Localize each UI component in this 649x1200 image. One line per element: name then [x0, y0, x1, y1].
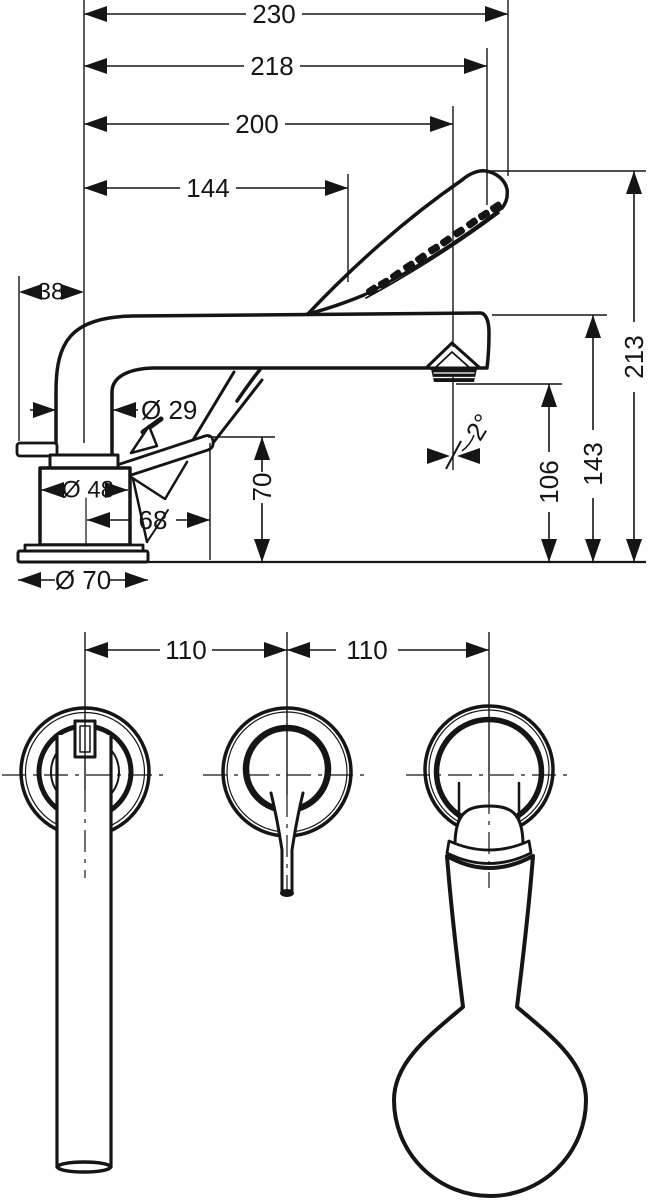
- dim-hose-outlet-offset: 38: [38, 279, 65, 306]
- dim-left-hole-spacing: 110: [165, 635, 206, 665]
- hose-outlet: [15, 441, 59, 458]
- riser-collar: [48, 453, 120, 470]
- dim-handle-offset: 68: [139, 505, 168, 535]
- hand-shower-side: [110, 169, 510, 481]
- side-view-artwork: [15, 169, 510, 564]
- diverter-lever: [129, 416, 189, 544]
- dim-spout-pipe-diameter: Ø 29: [141, 395, 197, 425]
- dim-spout-end-width: 218: [250, 51, 293, 81]
- dim-spout-height: 143: [578, 442, 608, 485]
- extension-lines: [2, 0, 646, 890]
- dim-outlet-offset: 200: [235, 109, 278, 139]
- mixer-body: [38, 466, 132, 547]
- dim-base-flange-diameter: Ø 70: [55, 565, 111, 595]
- aerator: [424, 341, 482, 382]
- dim-outlet-angle: 2°: [460, 409, 499, 446]
- dim-handle-height: 70: [247, 473, 277, 502]
- dim-overall-width: 230: [252, 0, 295, 29]
- dim-outlet-height: 106: [534, 460, 564, 503]
- dim-shower-face-offset: 144: [186, 173, 229, 203]
- top-view-artwork: [19, 704, 588, 1198]
- spout-outline: [54, 311, 491, 457]
- spray-nozzles: [365, 200, 503, 297]
- dim-overall-height: 213: [619, 335, 649, 378]
- hand-shower-plan: [392, 704, 588, 1198]
- dim-body-diameter: Ø 48: [62, 477, 114, 504]
- dim-right-hole-spacing: 110: [346, 635, 387, 665]
- dimension-labels: 230 218 200 144 38 Ø 29 Ø 48 68 Ø 70 70 …: [38, 0, 649, 665]
- flange-lower: [16, 549, 150, 564]
